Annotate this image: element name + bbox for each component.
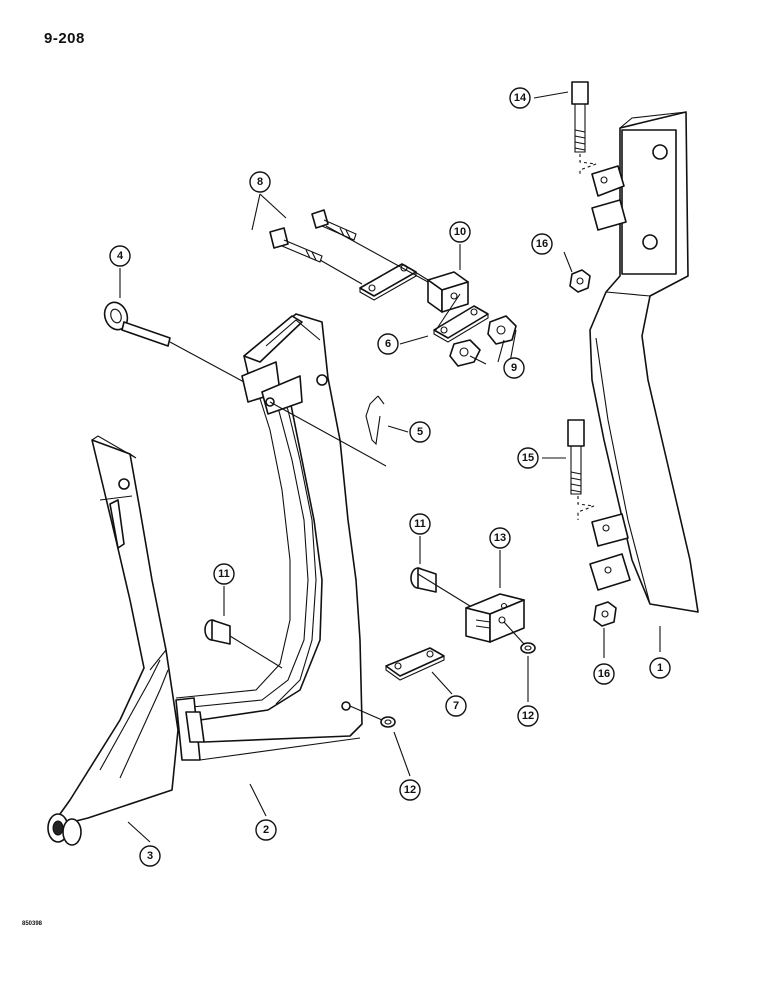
upper-bolt-part	[571, 81, 597, 176]
drawing-code-label: 850398	[22, 921, 43, 927]
lower-clevis-pin-part	[204, 619, 231, 645]
callout-15-label: 15	[522, 452, 534, 464]
callout-7: 7	[445, 695, 467, 717]
callout-16-lower-label: 16	[598, 668, 610, 680]
page-number-label: 9-208	[44, 30, 85, 47]
upper-clamp-blocks	[591, 165, 627, 231]
callout-4: 4	[109, 245, 131, 267]
callout-12-left: 12	[399, 779, 421, 801]
pin-part	[103, 301, 171, 347]
spacer-block-part	[427, 271, 469, 313]
callout-15: 15	[517, 447, 539, 469]
callout-13: 13	[489, 527, 511, 549]
lower-nut-part	[593, 601, 617, 627]
callout-3: 3	[139, 845, 161, 867]
clevis-part	[465, 593, 525, 643]
callout-7-label: 7	[453, 700, 459, 712]
hair-pin-clip-part	[365, 395, 385, 446]
nuts-part	[449, 315, 517, 367]
callout-16-upper-label: 16	[536, 238, 548, 250]
callout-12-left-label: 12	[404, 784, 416, 796]
callout-5: 5	[409, 421, 431, 443]
upper-nut-part	[569, 269, 591, 293]
lower-washer-part	[380, 716, 396, 728]
lower-bolt-part	[567, 419, 595, 520]
callout-2-label: 2	[263, 824, 269, 836]
upper-washer-part	[520, 642, 536, 654]
callout-leaders	[119, 91, 661, 843]
callout-5-label: 5	[417, 426, 423, 438]
callout-8: 8	[249, 171, 271, 193]
callout-13-label: 13	[494, 532, 506, 544]
callout-14-label: 14	[514, 92, 527, 104]
callout-10-label: 10	[454, 226, 466, 238]
shank-part	[589, 111, 699, 613]
callout-11-lower: 11	[213, 563, 235, 585]
callout-9-label: 9	[511, 362, 517, 374]
link-bolts-part	[269, 209, 357, 263]
callout-2: 2	[255, 819, 277, 841]
callout-16-lower: 16	[593, 663, 615, 685]
callout-11-upper: 11	[409, 513, 431, 535]
lower-clamp-blocks	[589, 513, 631, 591]
callout-11-lower-label: 11	[218, 568, 230, 580]
left-frame-part	[47, 435, 179, 846]
callout-12-right: 12	[517, 705, 539, 727]
lower-link-plate-part	[433, 305, 489, 343]
callout-12-right-label: 12	[522, 710, 534, 722]
callout-8-label: 8	[257, 176, 263, 188]
assembly-lines	[169, 225, 525, 721]
callout-14: 14	[509, 87, 531, 109]
flat-link-part	[385, 647, 445, 681]
callout-6: 6	[377, 333, 399, 355]
upper-clevis-pin-part	[410, 567, 437, 593]
callout-11-upper-label: 11	[414, 518, 426, 530]
callout-1-label: 1	[657, 662, 663, 674]
callout-1: 1	[649, 657, 671, 679]
callout-3-label: 3	[147, 850, 153, 862]
callout-16-upper: 16	[531, 233, 553, 255]
callout-10: 10	[449, 221, 471, 243]
upper-link-plate-part	[359, 263, 417, 301]
callout-9: 9	[503, 357, 525, 379]
callout-6-label: 6	[385, 338, 391, 350]
callout-4-label: 4	[117, 250, 124, 262]
main-bracket-part	[175, 313, 363, 761]
